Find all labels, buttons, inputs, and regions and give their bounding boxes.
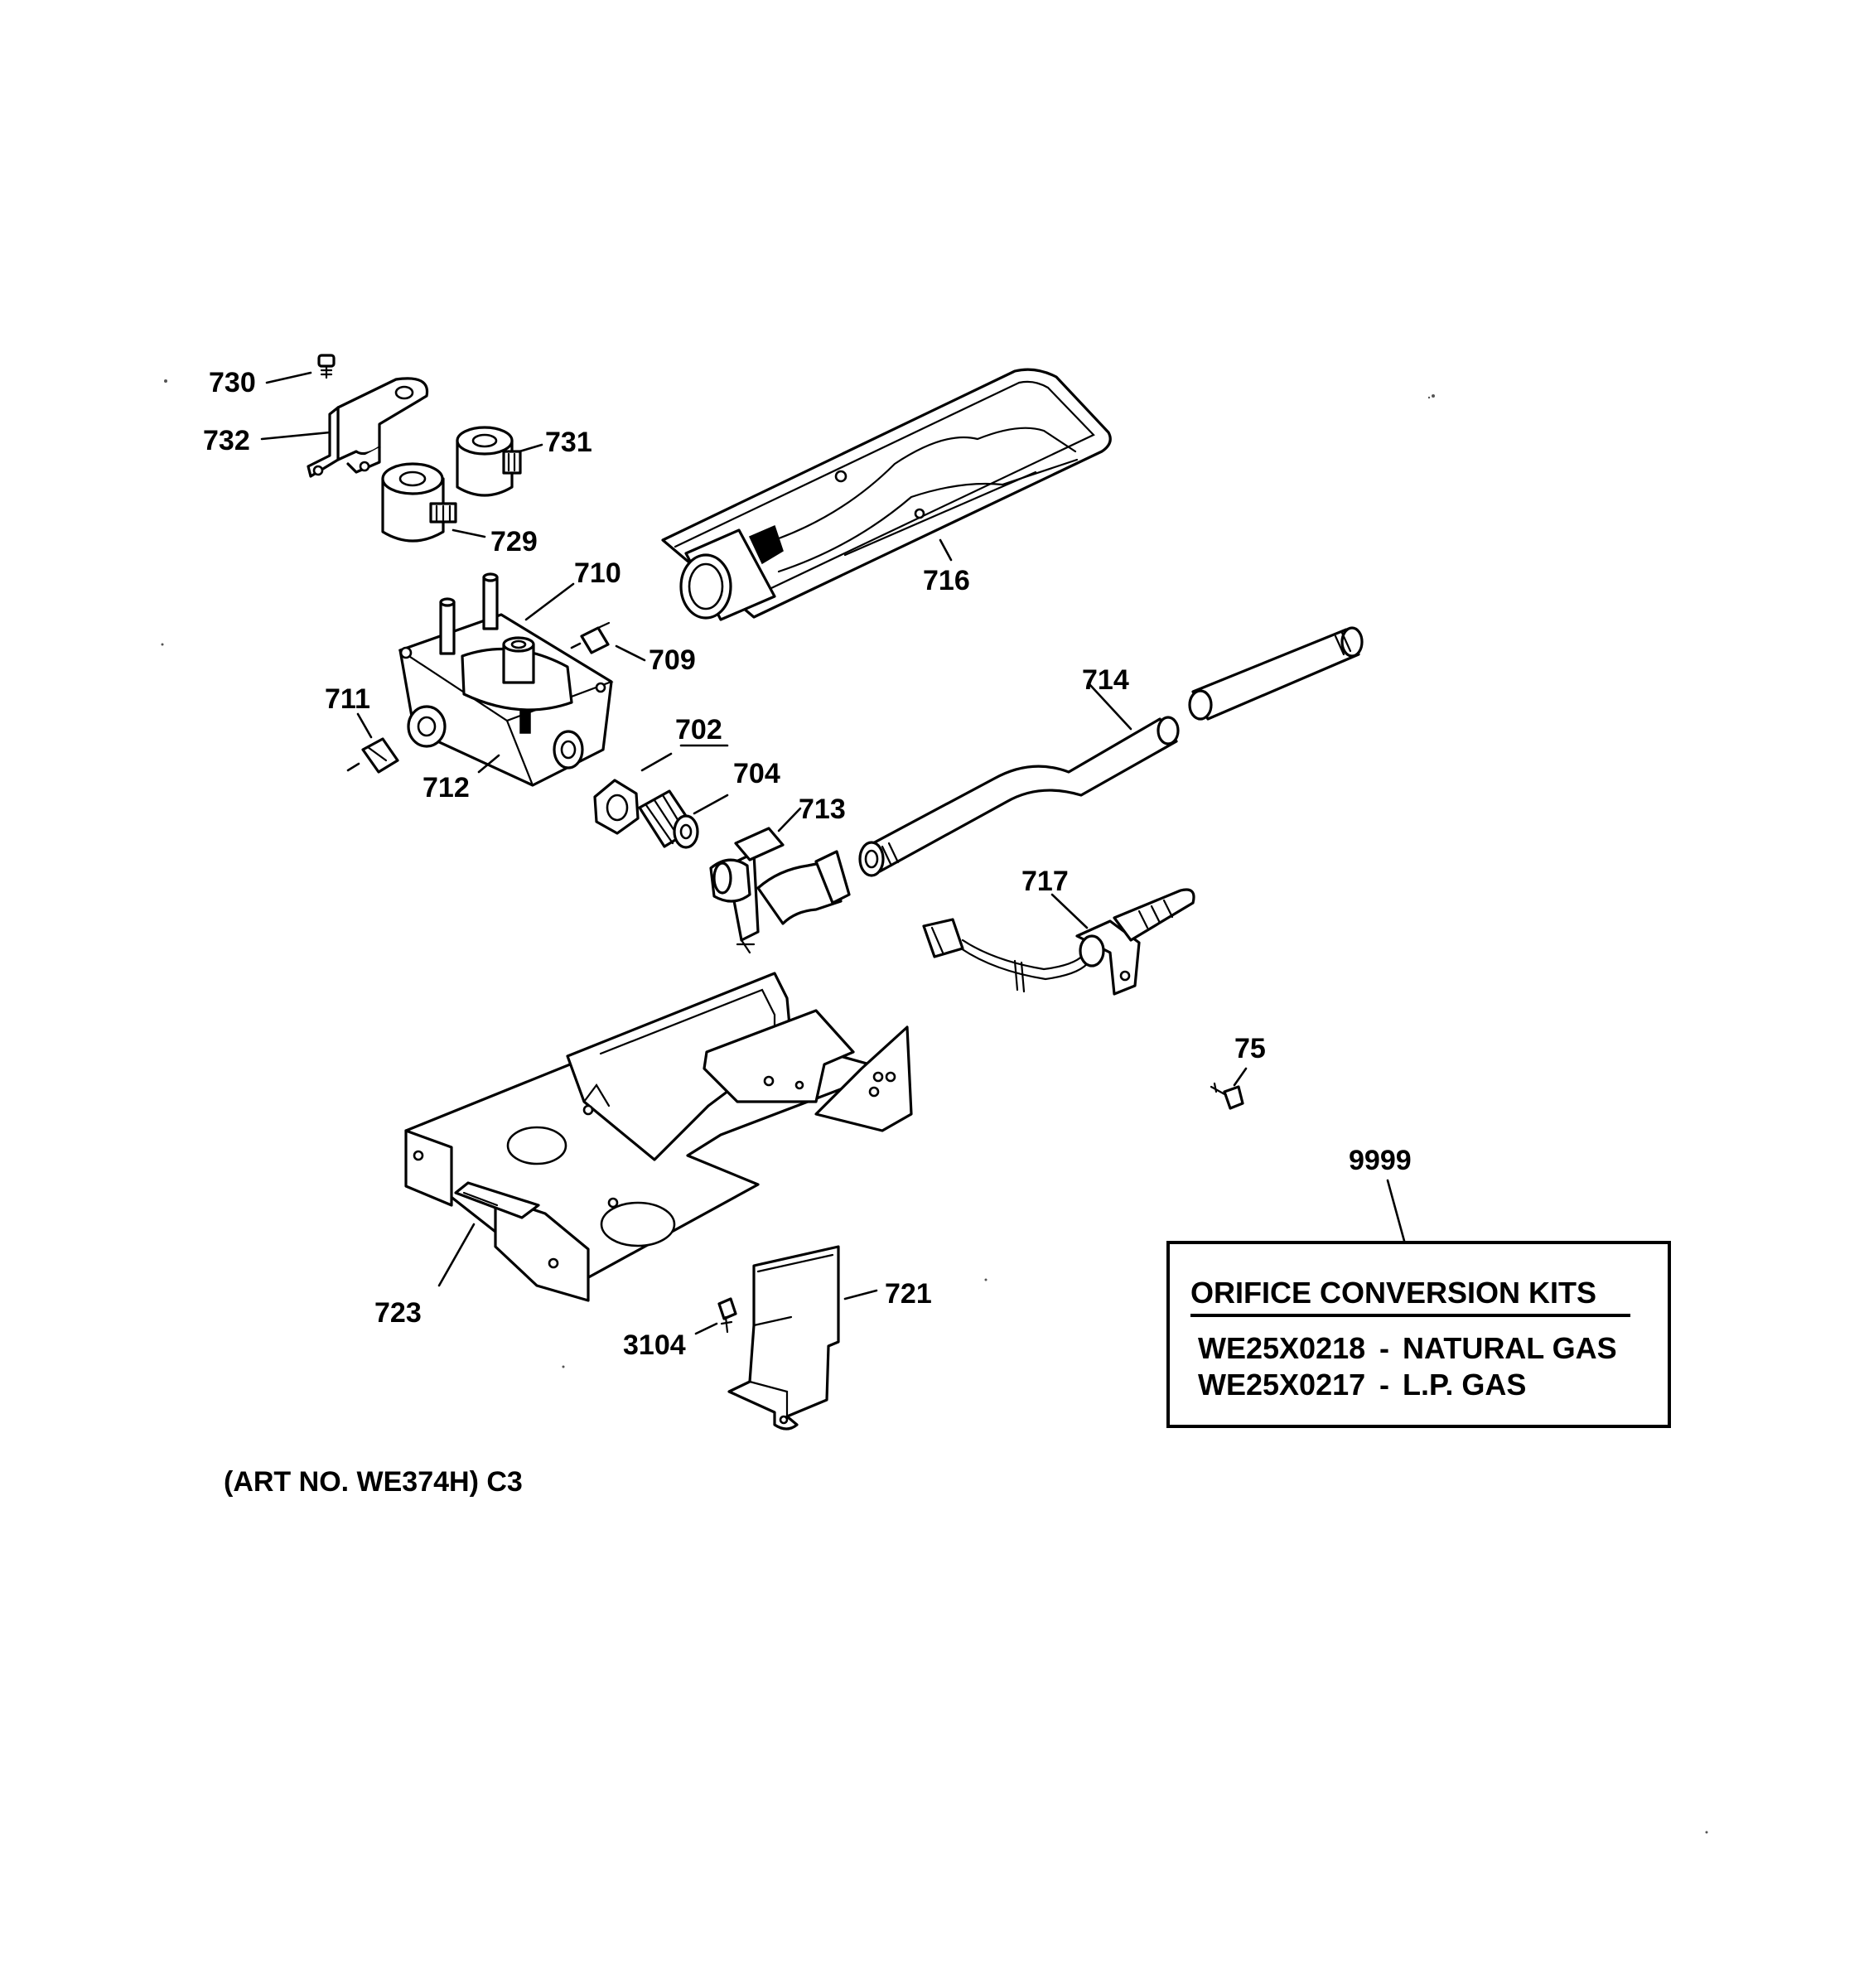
part-702-nut bbox=[593, 779, 640, 835]
kit-1-separator: - bbox=[1379, 1331, 1389, 1365]
part-704-fitting bbox=[638, 789, 699, 849]
orifice-conversion-kits-box: ORIFICE CONVERSION KITS WE25X0218 - NATU… bbox=[1166, 1241, 1671, 1428]
part-75-screw bbox=[1210, 1082, 1244, 1110]
leader-lines bbox=[260, 371, 1406, 1335]
label-714: 714 bbox=[1082, 664, 1129, 696]
label-713: 713 bbox=[799, 794, 846, 825]
label-9999: 9999 bbox=[1349, 1145, 1412, 1176]
kit-1-gas-type: NATURAL GAS bbox=[1403, 1331, 1617, 1365]
part-714-gas-pipe bbox=[858, 626, 1364, 877]
kit-2-part-no: WE25X0217 bbox=[1198, 1368, 1365, 1402]
label-711: 711 bbox=[325, 683, 370, 715]
label-716: 716 bbox=[923, 565, 970, 596]
kit-2-gas-type: L.P. GAS bbox=[1403, 1368, 1526, 1402]
label-710: 710 bbox=[574, 557, 621, 589]
label-731: 731 bbox=[545, 427, 592, 458]
part-721-bracket bbox=[727, 1245, 840, 1431]
label-732: 732 bbox=[203, 425, 250, 456]
part-713-shutoff-valve bbox=[709, 827, 851, 954]
part-731-coil bbox=[456, 426, 522, 497]
kit-1-part-no: WE25X0218 bbox=[1198, 1331, 1365, 1365]
art-number-caption: (ART NO. WE374H) C3 bbox=[224, 1466, 523, 1498]
label-75: 75 bbox=[1234, 1033, 1266, 1064]
kit-box-title: ORIFICE CONVERSION KITS bbox=[1190, 1276, 1596, 1310]
label-712: 712 bbox=[423, 772, 470, 803]
label-709: 709 bbox=[649, 644, 696, 676]
label-723: 723 bbox=[374, 1297, 422, 1329]
part-730-screw bbox=[317, 354, 336, 379]
part-712-gas-valve bbox=[398, 572, 614, 787]
label-730: 730 bbox=[209, 367, 256, 398]
scan-specks bbox=[161, 379, 1708, 1834]
part-709-orifice bbox=[570, 621, 611, 654]
label-717: 717 bbox=[1021, 866, 1069, 897]
label-721: 721 bbox=[885, 1278, 932, 1310]
label-3104: 3104 bbox=[623, 1329, 686, 1361]
part-711-plug bbox=[346, 737, 399, 774]
label-702: 702 bbox=[675, 714, 722, 746]
part-3104-screw bbox=[717, 1297, 737, 1334]
part-729-coil bbox=[381, 462, 457, 543]
part-723-mounting-plate bbox=[404, 972, 913, 1302]
label-704: 704 bbox=[733, 758, 780, 789]
part-labels: 730 732 731 729 710 716 709 711 712 702 … bbox=[203, 367, 1412, 1361]
label-729: 729 bbox=[490, 526, 538, 557]
part-732-bracket bbox=[307, 377, 429, 478]
kit-2-separator: - bbox=[1379, 1368, 1389, 1402]
part-717-igniter bbox=[922, 888, 1195, 996]
part-716-burner bbox=[661, 368, 1112, 621]
